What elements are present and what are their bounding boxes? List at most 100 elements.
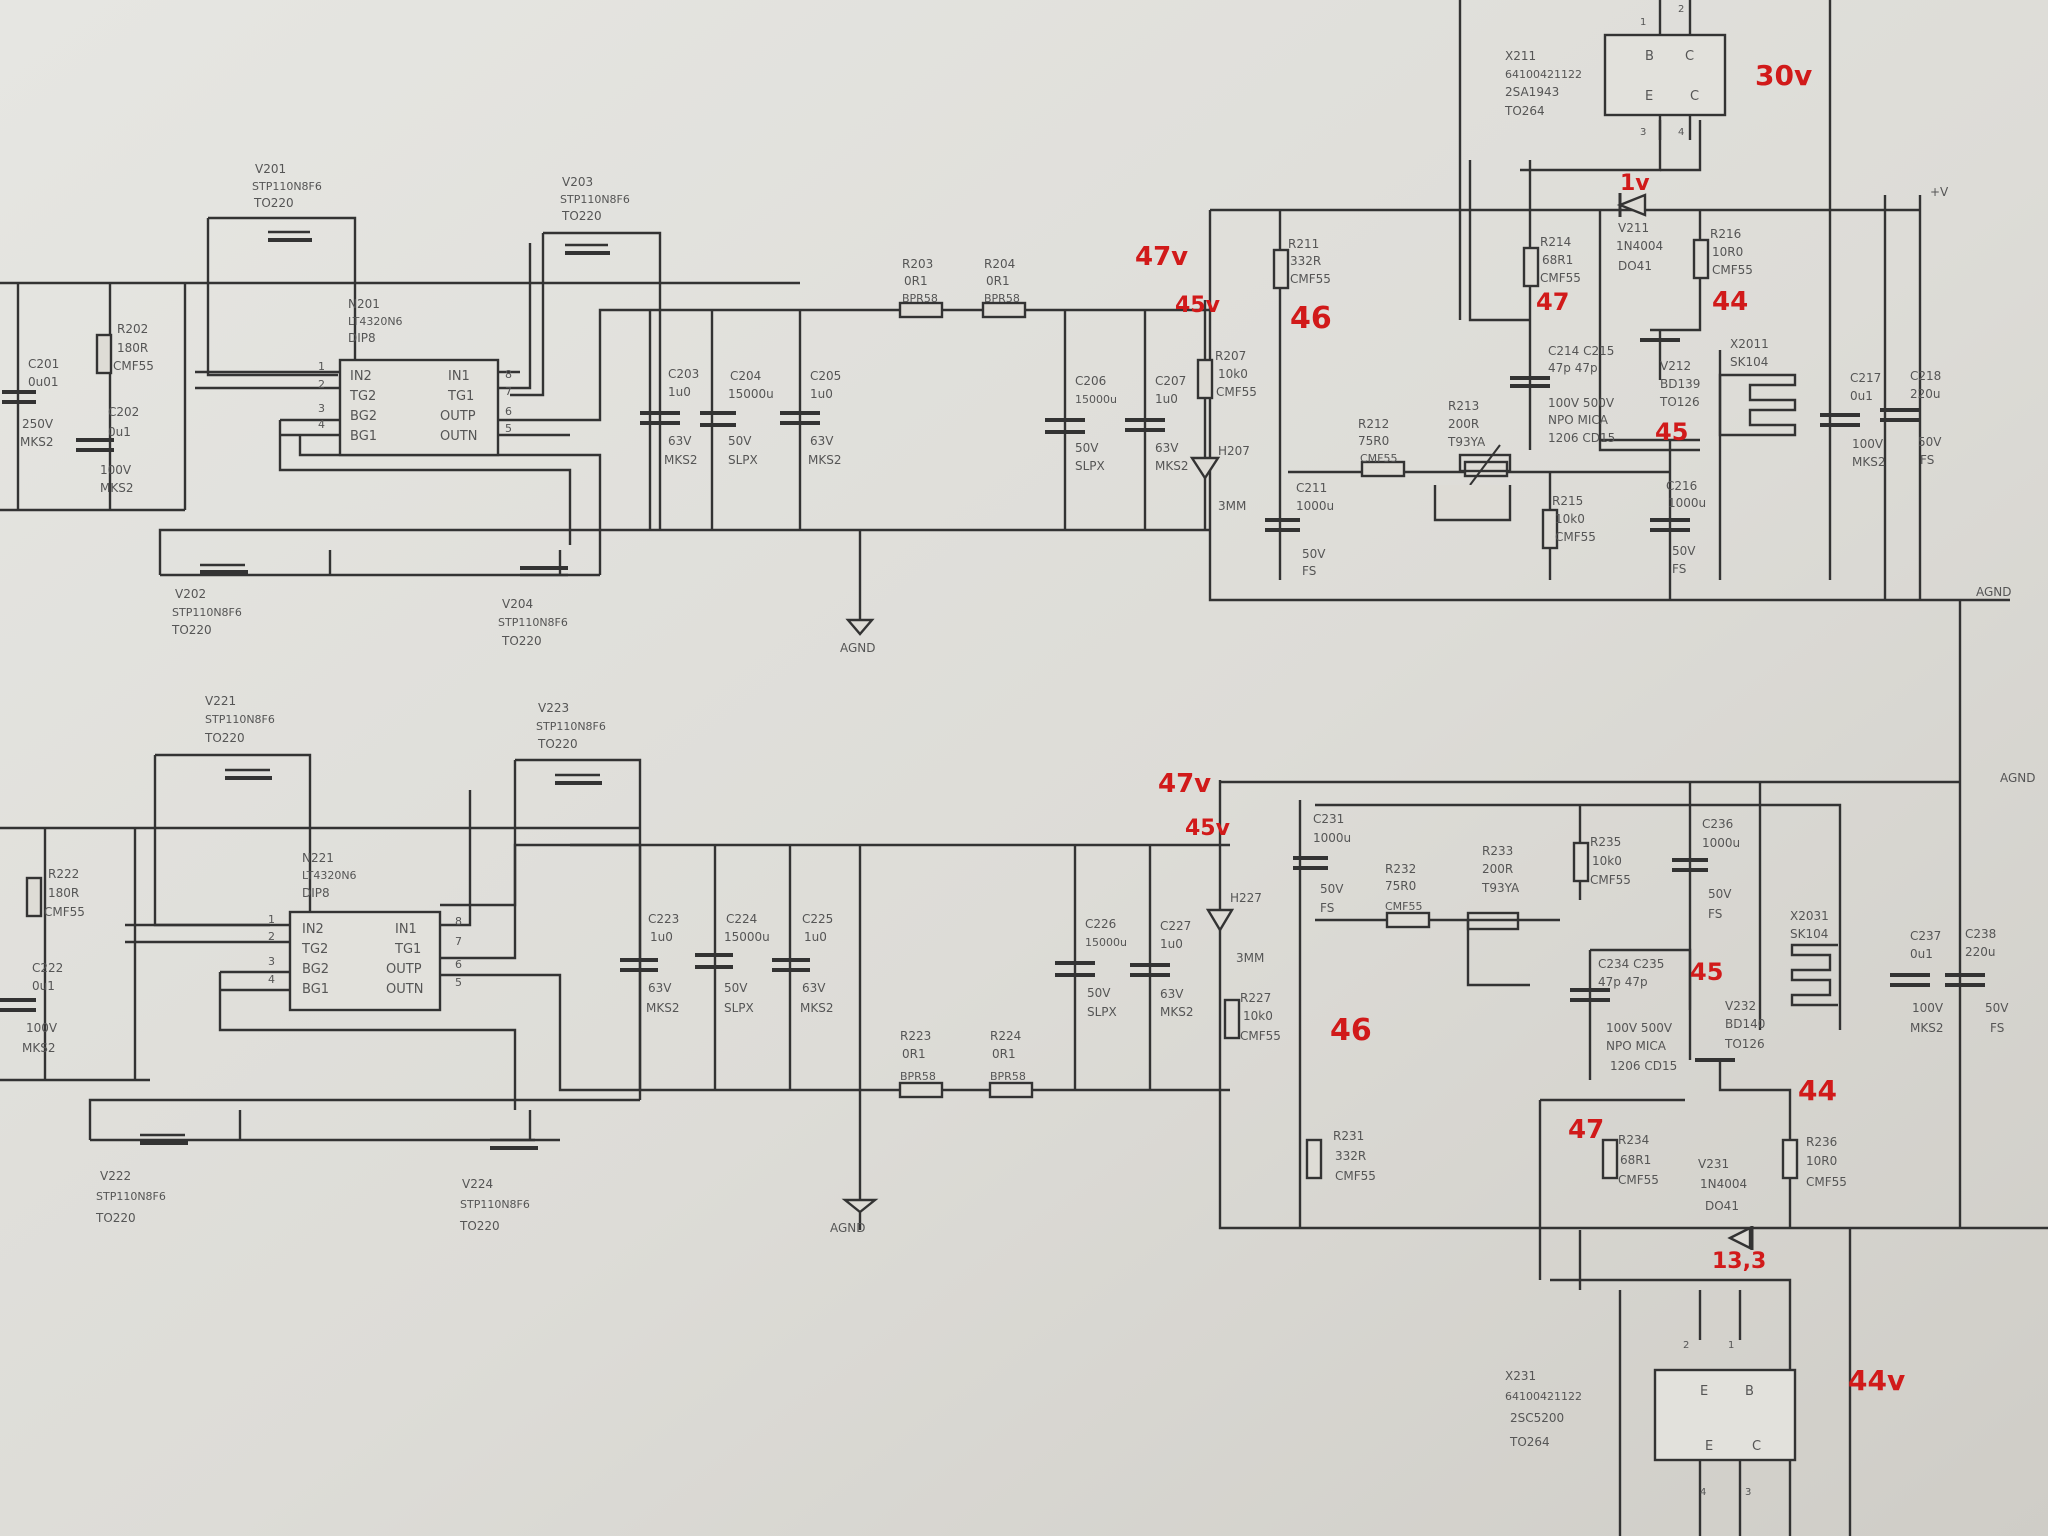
label-c231-val: 1000u: [1313, 831, 1351, 845]
label-v223-ref: V223: [538, 701, 569, 715]
label-c202-v: 100V: [100, 463, 132, 477]
label-v201-part: STP110N8F6: [252, 180, 322, 193]
label-n221-pkg: DIP8: [302, 886, 330, 900]
label-c238-ref: C238: [1965, 927, 1996, 941]
n201-pinnum-7: 7: [505, 385, 512, 398]
n221-pinnum-1: 1: [268, 913, 275, 926]
label-c225-ref: C225: [802, 912, 833, 926]
label-x231-ref: X231: [1505, 1369, 1536, 1383]
label-c211-v: 50V: [1302, 547, 1326, 561]
label-c206-ref: C206: [1075, 374, 1106, 388]
label-x211-num: 64100421122: [1505, 68, 1582, 81]
label-r204-val: 0R1: [986, 274, 1010, 288]
label-v224-pkg: TO220: [459, 1219, 500, 1233]
n201-pin-outp: OUTP: [440, 409, 476, 424]
n201-pin-in1: IN1: [448, 369, 470, 384]
note-lower-47v: 47v: [1158, 769, 1211, 799]
label-v203-part: STP110N8F6: [560, 193, 630, 206]
label-r203-t: BPR58: [902, 292, 938, 305]
label-r207-t: CMF55: [1216, 385, 1257, 399]
label-c211-ref: C211: [1296, 481, 1327, 495]
label-c236-val: 1000u: [1702, 836, 1740, 850]
note-lower-46: 46: [1330, 1013, 1372, 1048]
label-c222-val: 0u1: [32, 979, 55, 993]
note-lower-44v: 44v: [1848, 1364, 1905, 1397]
label-r233-t: T93YA: [1481, 881, 1520, 895]
label-c226-t: SLPX: [1087, 1005, 1117, 1019]
label-v231-ref: V231: [1698, 1157, 1729, 1171]
label-v223-part: STP110N8F6: [536, 720, 606, 733]
label-c202-val: 0u1: [108, 425, 131, 439]
label-v203-ref: V203: [562, 175, 593, 189]
label-c227-t: MKS2: [1160, 1005, 1193, 1019]
label-c211-val: 1000u: [1296, 499, 1334, 513]
label-c238-v: 50V: [1985, 1001, 2009, 1015]
label-c205-val: 1u0: [810, 387, 833, 401]
label-r235-ref: R235: [1590, 835, 1621, 849]
label-c237-v: 100V: [1912, 1001, 1944, 1015]
label-c217-val: 0u1: [1850, 389, 1873, 403]
label-r215-ref: R215: [1552, 494, 1583, 508]
net-agnd-lower: AGND: [830, 1221, 866, 1235]
label-x231-pkg: TO264: [1509, 1435, 1550, 1449]
label-c203-t: MKS2: [664, 453, 697, 467]
label-v221-ref: V221: [205, 694, 236, 708]
label-r222-t: CMF55: [44, 905, 85, 919]
label-x231-part: 2SC5200: [1510, 1411, 1564, 1425]
label-c236-t: FS: [1708, 907, 1722, 921]
label-c218-t: FS: [1920, 453, 1934, 467]
n221-pin-in2: IN2: [302, 922, 324, 937]
label-r235-t: CMF55: [1590, 873, 1631, 887]
label-v224-ref: V224: [462, 1177, 493, 1191]
label-v203-pkg: TO220: [561, 209, 602, 223]
label-n221-part: LT4320N6: [302, 869, 357, 882]
label-c237-t: MKS2: [1910, 1021, 1943, 1035]
label-c211-t: FS: [1302, 564, 1316, 578]
label-c201-t: MKS2: [20, 435, 53, 449]
lower-labels: V221 STP110N8F6 TO220 V223 STP110N8F6 TO…: [22, 694, 2036, 1498]
note-lower-13-3: 13,3: [1712, 1249, 1766, 1274]
label-c204-t: SLPX: [728, 453, 758, 467]
note-upper-47: 47: [1536, 288, 1569, 316]
label-c231-t: FS: [1320, 901, 1334, 915]
label-r204-t: BPR58: [984, 292, 1020, 305]
label-v202-ref: V202: [175, 587, 206, 601]
label-c238-val: 220u: [1965, 945, 1996, 959]
n221-pin-outp: OUTP: [386, 962, 422, 977]
label-c205-ref: C205: [810, 369, 841, 383]
note-upper-44: 44: [1712, 287, 1748, 317]
label-r214-t: CMF55: [1540, 271, 1581, 285]
net-agnd-upper: AGND: [840, 641, 876, 655]
label-r211-t: CMF55: [1290, 272, 1331, 286]
label-c207-t: MKS2: [1155, 459, 1188, 473]
handwritten-annotations: 47v 45v 46 47 44 45 1v 30v 47v 45v 46 45…: [1135, 59, 1905, 1397]
n221-pin-bg1: BG1: [302, 982, 329, 997]
label-c216-t: FS: [1672, 562, 1686, 576]
label-c224-ref: C224: [726, 912, 757, 926]
label-v204-ref: V204: [502, 597, 533, 611]
x211-pinnum-4: 4: [1678, 127, 1684, 138]
label-r213-ref: R213: [1448, 399, 1479, 413]
label-c236-v: 50V: [1708, 887, 1732, 901]
label-c216-val: 1000u: [1668, 496, 1706, 510]
label-c224-t: SLPX: [724, 1001, 754, 1015]
label-c218-val: 220u: [1910, 387, 1941, 401]
label-c231-v: 50V: [1320, 882, 1344, 896]
label-x231-num: 64100421122: [1505, 1390, 1582, 1403]
label-c201-ref: C201: [28, 357, 59, 371]
label-v231-pkg: DO41: [1705, 1199, 1739, 1213]
label-v212-part: BD139: [1660, 377, 1700, 391]
label-n201-part: LT4320N6: [348, 315, 403, 328]
label-v232-part: BD140: [1725, 1017, 1765, 1031]
x231-pin-c: C: [1752, 1439, 1761, 1454]
label-c216-v: 50V: [1672, 544, 1696, 558]
label-h227-ref: H227: [1230, 891, 1262, 905]
label-v212-ref: V212: [1660, 359, 1691, 373]
n221-pin-bg2: BG2: [302, 962, 329, 977]
label-c206-val: 15000u: [1075, 393, 1117, 406]
x231-pin-e-top: E: [1700, 1384, 1708, 1399]
label-r213-t: T93YA: [1447, 435, 1486, 449]
label-r224-ref: R224: [990, 1029, 1021, 1043]
note-upper-1v: 1v: [1620, 171, 1650, 196]
n201-pin-bg1: BG1: [350, 429, 377, 444]
